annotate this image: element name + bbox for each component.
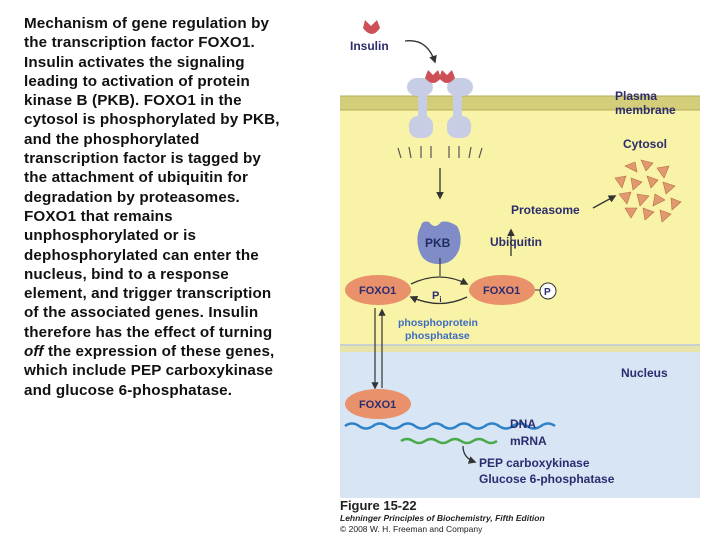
figure-caption: Mechanism of gene regulation by the tran… bbox=[24, 14, 286, 400]
foxo1-cytosol-unphosphorylated bbox=[345, 275, 411, 305]
foxo1-left-label: FOXO1 bbox=[359, 285, 396, 297]
phosphatase-label-2: phosphatase bbox=[405, 330, 470, 342]
gene-2-label: Glucose 6-phosphatase bbox=[479, 472, 615, 486]
proteasome-fragments bbox=[614, 159, 682, 223]
plasma-membrane-label-1: Plasma bbox=[615, 89, 657, 103]
figure-number: Figure 15-22 bbox=[340, 498, 417, 513]
insulin-receptor bbox=[397, 70, 483, 159]
cytosol-label: Cytosol bbox=[623, 137, 667, 151]
insulin-icon bbox=[363, 20, 380, 34]
book-title: Lehninger Principles of Biochemistry, Fi… bbox=[340, 513, 545, 523]
pkb-kinase bbox=[417, 221, 461, 264]
nucleus-label: Nucleus bbox=[621, 366, 668, 380]
bound-insulin-icon bbox=[425, 70, 441, 83]
pi-label: Pi bbox=[432, 290, 442, 304]
dna-strand bbox=[344, 422, 556, 430]
mrna-strand bbox=[400, 437, 498, 445]
foxo1-cytosol-phosphorylated bbox=[469, 275, 535, 305]
figure-credit: Figure 15-22 Lehninger Principles of Bio… bbox=[340, 498, 545, 535]
caption-text: Mechanism of gene regulation by the tran… bbox=[24, 15, 280, 341]
insulin-label: Insulin bbox=[350, 39, 389, 53]
foxo1-nucleus bbox=[345, 389, 411, 419]
cytosol-region bbox=[340, 108, 700, 348]
pkb-label: PKB bbox=[425, 236, 451, 250]
plasma-membrane bbox=[340, 96, 700, 110]
foxo1-right-label: FOXO1 bbox=[483, 285, 520, 297]
dna-label: DNA bbox=[510, 417, 536, 431]
copyright: © 2008 W. H. Freeman and Company bbox=[340, 524, 483, 534]
gene-1-label: PEP carboxykinase bbox=[479, 456, 590, 470]
phosphatase-label-1: phosphoprotein bbox=[398, 317, 478, 329]
nucleus-region bbox=[340, 352, 700, 498]
nuclear-envelope bbox=[340, 345, 700, 352]
caption-text-end: the expression of these genes, which inc… bbox=[24, 343, 275, 399]
ubiquitin-label: Ubiquitin bbox=[490, 235, 542, 249]
mrna-label: mRNA bbox=[510, 434, 547, 448]
phosphate-label: P bbox=[544, 287, 551, 298]
foxo1-nucleus-label: FOXO1 bbox=[359, 399, 396, 411]
bound-insulin-icon-2 bbox=[439, 70, 455, 83]
proteasome-label: Proteasome bbox=[511, 203, 580, 217]
plasma-membrane-label-2: membrane bbox=[615, 103, 676, 117]
foxo1-regulation-diagram: Insulin Plasma membrane Cytosol Proteaso… bbox=[340, 20, 700, 498]
caption-emphasis: off bbox=[24, 343, 44, 361]
phosphate-group bbox=[539, 282, 557, 300]
